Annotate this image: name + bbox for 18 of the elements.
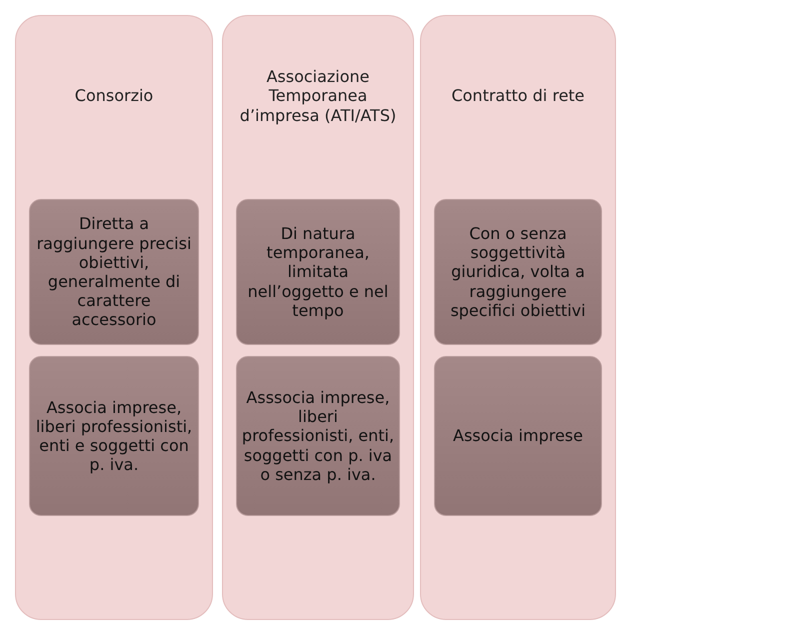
- column-heading: Contratto di rete: [450, 85, 586, 108]
- description-text: Diretta a raggiungere precisi obiettivi, generalmente di carattere accessorio: [36, 214, 192, 330]
- column-heading: Consorzio: [74, 85, 154, 108]
- description-box: [434, 199, 602, 345]
- description-box: [236, 199, 400, 345]
- description-box: [29, 199, 199, 345]
- description-text: Con o senza soggettività giuridica, volta a raggiungere specifici obiettivi: [449, 224, 587, 320]
- column-panel: [420, 15, 616, 620]
- description-box: [29, 356, 199, 516]
- column-heading: Associazione Temporanea d’impresa (ATI/ATS): [238, 66, 398, 127]
- description-text: Di natura temporanea, limitata nell’oggetto e nel tempo: [246, 224, 390, 320]
- description-box: [236, 356, 400, 516]
- column-panel: [222, 15, 414, 620]
- description-box: [434, 356, 602, 516]
- description-text: Associa imprese: [452, 426, 584, 446]
- description-text: Asssocia imprese, liberi professionisti, enti, soggetti con p. iva o senza p. iva.: [240, 388, 396, 484]
- description-text: Associa imprese, liberi professionisti, enti e soggetti con p. iva.: [34, 398, 194, 474]
- column-panel: [15, 15, 213, 620]
